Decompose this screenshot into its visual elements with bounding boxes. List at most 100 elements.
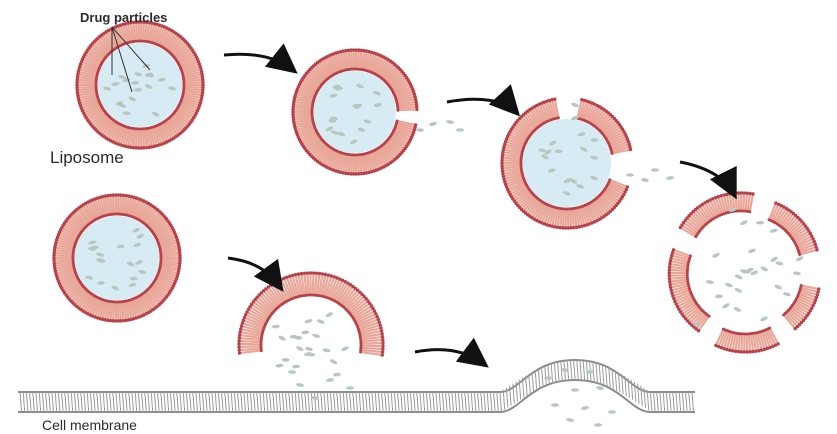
lipid-head [381,350,384,353]
lipid-tail [398,109,417,110]
lipid-head [300,272,303,275]
lipid-head [754,350,757,353]
membrane-lipid [26,392,28,412]
membrane-lipid [247,392,249,412]
membrane-lipid [388,392,390,412]
released-drug-particle [596,386,605,391]
lipid-head [309,271,312,274]
membrane-lipid [378,392,380,412]
membrane-lipid [689,392,691,412]
lipid-tail [77,82,96,83]
lipid-head [669,286,672,289]
lipid-head [327,273,330,276]
lipid-tail [502,165,521,166]
lipid-head [380,332,383,335]
lipid-head [330,274,333,277]
lipid-head [379,326,382,329]
membrane-lipid [330,392,332,412]
membrane-lipid [641,386,643,406]
released-drug-particle [748,248,757,254]
released-drug-particle [566,418,575,423]
lipid-head [774,201,777,204]
drug-particle [304,318,313,324]
membrane-lipid [321,392,323,412]
membrane-lipid [289,392,291,412]
lipid-head [381,341,384,344]
lipid-tail [669,277,687,278]
lipid-tail [161,260,180,261]
membrane-lipid [561,361,563,381]
released-drug-particle [456,128,464,132]
membrane-lipid [193,392,195,412]
curved-arrow-icon [680,162,734,194]
leak-particles-1 [416,120,464,132]
lipid-tail [239,346,261,347]
membrane-lipid [382,392,384,412]
membrane-lipid [119,392,121,412]
curved-arrow-icon [224,54,293,70]
lipid-head [668,283,671,286]
released-drug-particle [734,287,743,294]
membrane-lipid [570,360,572,380]
drug-particle [301,330,309,335]
membrane-lipid [202,392,204,412]
lipid-head [580,98,583,101]
membrane-lipid [113,392,115,412]
released-drug-particle [346,386,354,390]
membrane-lipid [545,366,547,386]
lipid-head [745,192,748,195]
membrane-lipid [145,392,147,412]
released-drug-particle [793,271,801,275]
lipid-head [737,191,740,194]
lipid-head [776,342,779,345]
lipid-head [668,262,671,265]
released-drug-particle [775,261,784,266]
drug-particle [292,364,300,368]
membrane-lipid [401,392,403,412]
membrane-lipid [90,392,92,412]
released-drug-particle [446,120,455,125]
drug-particle [295,345,304,352]
membrane-lipid [199,392,201,412]
lipid-tail [136,129,137,148]
membrane-lipid [490,392,492,412]
released-drug-particle [769,228,778,233]
lipid-head [381,347,384,350]
lipid-head [381,344,384,347]
lipid-tail [54,255,73,256]
lipid-head [669,259,672,262]
lipid-head [669,257,672,260]
membrane-lipid [583,360,585,380]
membrane-lipid [404,392,406,412]
membrane-lipid [535,370,537,390]
membrane-lipid [346,392,348,412]
membrane-lipid [30,392,32,412]
lipid-head [800,284,803,287]
curved-arrow-icon [415,350,484,364]
lipid-head [291,274,294,277]
membrane-lipid [302,392,304,412]
membrane-lipid [148,392,150,412]
membrane-lipid [609,368,611,388]
lipid-head [626,185,629,188]
liposome-leaking [291,48,418,175]
membrane-lipid [657,392,659,412]
lipid-tail [307,273,308,295]
membrane-lipid [606,366,608,386]
membrane-lipid [164,392,166,412]
membrane-lipid [257,392,259,412]
membrane-lipid [436,392,438,412]
membrane-lipid [87,392,89,412]
membrane-lipid [206,392,208,412]
membrane-lipid [414,392,416,412]
lipid-tail [293,114,312,115]
membrane-lipid [337,392,339,412]
membrane-lipid [391,392,393,412]
released-drug-particle [429,121,438,127]
membrane-lipid [174,392,176,412]
membrane-lipid [558,362,560,382]
lipid-head [238,333,241,336]
cell-membrane-label: Cell membrane [42,417,137,433]
lipid-head [396,119,399,122]
released-drug-particle [571,102,580,108]
